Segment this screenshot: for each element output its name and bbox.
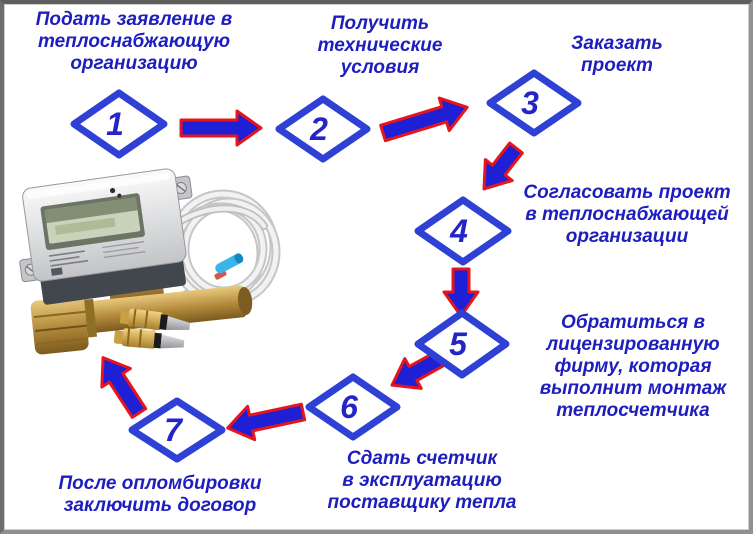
step-2-number: 2 [309, 111, 328, 147]
step-5-diamond: 5 [414, 309, 510, 379]
cable-clip [214, 253, 244, 280]
step-4-diamond: 4 [414, 196, 512, 266]
step-7-diamond: 7 [128, 397, 226, 463]
step-1-label: Подать заявление в теплоснабжающую орган… [35, 9, 233, 74]
step-3-diamond: 3 [486, 69, 582, 137]
step-6-diamond: 6 [305, 373, 401, 441]
step-1-number: 1 [106, 106, 124, 142]
step-7-label: После опломбировки заключить договор [58, 473, 262, 516]
step-2-diamond: 2 [275, 95, 371, 163]
step-diamonds: 1 2 3 4 5 6 7 [70, 69, 582, 463]
step-1-diamond: 1 [70, 89, 168, 159]
step-7-number: 7 [164, 412, 184, 448]
arrow-4-5 [442, 267, 480, 318]
arrow-3-4 [482, 141, 524, 191]
step-6-label: Сдать счетчик в эксплуатацию поставщику … [327, 448, 517, 513]
step-4-number: 4 [449, 213, 468, 249]
step-3-number: 3 [521, 85, 539, 121]
step-5-label: Обратиться в лицензированную фирму, кото… [539, 312, 727, 421]
arrow-2-3 [379, 96, 469, 143]
flow-arrows [100, 96, 524, 442]
step-2-label: Получить технические условия [317, 13, 443, 78]
meter-body [19, 168, 193, 305]
arrow-1-2 [179, 109, 263, 147]
heat-meter-photo [19, 168, 281, 355]
arrow-7-meter [100, 356, 148, 419]
step-6-number: 6 [340, 389, 358, 425]
step-5-number: 5 [449, 326, 468, 362]
step-4-label: Согласовать проект в теплоснабжающей орг… [523, 182, 731, 247]
temperature-sensors [113, 308, 191, 349]
step-3-label: Заказать проект [571, 33, 663, 76]
arrow-6-7 [226, 402, 307, 442]
